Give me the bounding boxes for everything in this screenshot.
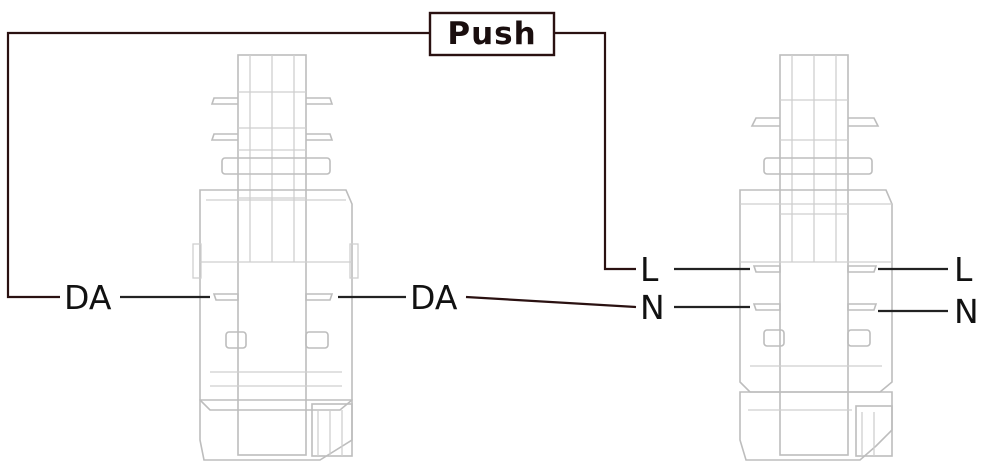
left-track-adapter <box>192 54 359 461</box>
push-label: Push <box>447 16 536 52</box>
l-left-label: L <box>640 250 659 289</box>
n-left-label: N <box>640 288 665 327</box>
da-right-label: DA <box>410 278 458 317</box>
push-box <box>428 11 556 57</box>
da-left-label: DA <box>64 278 112 317</box>
push-wire-right <box>554 31 636 271</box>
push-wire-left <box>6 31 430 299</box>
n-right-label: N <box>954 292 979 331</box>
right-track-adapter <box>739 54 893 461</box>
l-right-label: L <box>954 250 973 289</box>
da-to-n-wire <box>465 295 637 309</box>
